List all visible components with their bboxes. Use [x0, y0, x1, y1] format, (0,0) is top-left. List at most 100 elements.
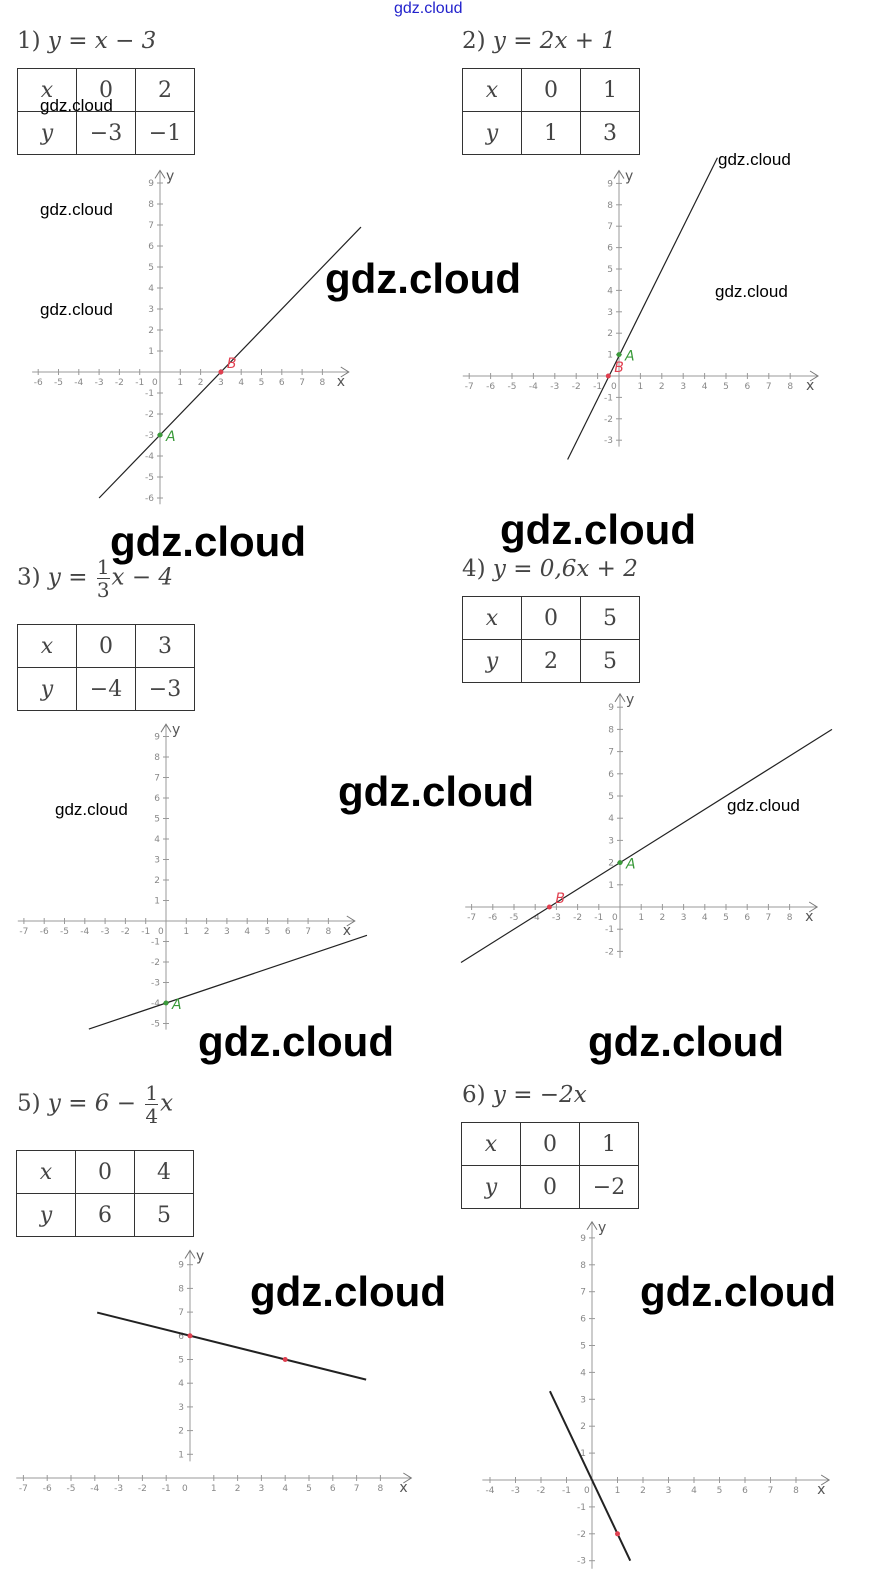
x-tick-label: -2 [121, 927, 130, 937]
watermark: gdz.cloud [198, 1018, 394, 1065]
x-tick-label: -3 [552, 913, 561, 923]
table-cell: x [462, 68, 522, 112]
x-arrow-icon [403, 1472, 413, 1484]
numerator: 1 [96, 555, 110, 579]
x-tick-label: -5 [67, 1484, 76, 1494]
point-marker [605, 373, 611, 379]
y-tick-label: -2 [605, 947, 614, 957]
y-tick-label: 4 [608, 814, 614, 824]
x-tick-label: 6 [285, 927, 291, 937]
x-tick-label: -4 [529, 382, 538, 392]
x-tick-label: 4 [702, 913, 708, 923]
x-tick-label: 7 [766, 382, 772, 392]
point-marker [187, 1333, 193, 1339]
function-line [567, 157, 718, 460]
y-tick-label: -3 [151, 979, 160, 989]
y-tick-label: 6 [154, 794, 160, 804]
equation-text: y = [47, 564, 95, 591]
x-tick-label: 4 [244, 927, 250, 937]
x-tick-label: 5 [723, 382, 729, 392]
problem-number: 6) [462, 1082, 486, 1108]
y-tick-label: -1 [605, 925, 614, 935]
y-arrow-icon [160, 723, 172, 733]
point-label-A: A [165, 429, 176, 445]
watermark: gdz.cloud [727, 796, 800, 815]
table-cell: x [461, 1122, 521, 1166]
watermark: gdz.cloud [40, 96, 113, 115]
function-line [98, 226, 362, 499]
table-cell: y [462, 111, 522, 155]
watermark: gdz.cloud [250, 1268, 446, 1315]
x-tick-label: 6 [744, 913, 750, 923]
x-tick-label: 3 [218, 378, 224, 388]
y-arrow-icon [586, 1220, 598, 1231]
table-cell: y [17, 111, 77, 155]
y-tick-label: 3 [154, 856, 160, 866]
y-tick-label: 9 [580, 1234, 586, 1244]
y-tick-label: 9 [607, 179, 613, 189]
x-tick-label: -5 [54, 378, 63, 388]
origin-label: 0 [612, 913, 618, 923]
y-tick-label: -5 [145, 473, 154, 483]
x-tick-label: 7 [299, 378, 305, 388]
table-cell: x [462, 596, 522, 640]
y-tick-label: 8 [607, 201, 613, 211]
table-cell: y [461, 1165, 521, 1209]
x-tick-label: -4 [90, 1484, 99, 1494]
table-cell: −3 [76, 111, 136, 155]
denominator: 4 [145, 1104, 159, 1128]
y-tick-label: -2 [577, 1530, 586, 1540]
y-tick-label: 5 [178, 1356, 184, 1366]
watermark: gdz.cloud [588, 1018, 784, 1065]
table-cell: 0 [76, 624, 136, 668]
table-cell: y [462, 639, 522, 683]
table-cell: 0 [520, 1165, 580, 1209]
y-tick-label: 2 [148, 326, 154, 336]
origin-label: 0 [152, 378, 158, 388]
x-axis-label: x [805, 909, 813, 925]
equation-suffix: x [160, 1090, 174, 1117]
x-tick-label: -2 [115, 378, 124, 388]
table-cell: x [17, 68, 77, 112]
x-tick-label: 5 [265, 927, 271, 937]
y-tick-label: -1 [577, 1503, 586, 1513]
x-tick-label: 8 [793, 1486, 799, 1496]
equation-suffix: x − 4 [111, 564, 174, 591]
x-tick-label: -5 [60, 927, 69, 937]
x-tick-label: 3 [666, 1486, 672, 1496]
equation-1: 1) y = x − 3 [17, 28, 156, 54]
x-tick-label: 8 [787, 913, 793, 923]
y-tick-label: -2 [604, 415, 613, 425]
y-tick-label: 2 [154, 876, 160, 886]
x-tick-label: 1 [177, 378, 183, 388]
x-tick-label: 8 [787, 382, 793, 392]
x-tick-label: -2 [572, 382, 581, 392]
x-tick-label: -2 [573, 913, 582, 923]
table-cell: y [17, 667, 77, 711]
y-tick-label: 8 [580, 1261, 586, 1271]
x-arrow-icon [808, 901, 819, 913]
x-tick-label: -3 [550, 382, 559, 392]
y-tick-label: 1 [178, 1450, 184, 1460]
x-axis-label: x [337, 374, 345, 390]
x-tick-label: 1 [211, 1484, 217, 1494]
x-axis-label: x [817, 1482, 825, 1498]
y-tick-label: 5 [580, 1342, 586, 1352]
x-tick-label: -1 [135, 378, 144, 388]
point-marker [617, 860, 623, 866]
y-tick-label: 3 [608, 836, 614, 846]
point-label-B: B [555, 891, 565, 907]
y-tick-label: 5 [154, 815, 160, 825]
point-marker [157, 432, 163, 438]
table-cell: −3 [135, 667, 195, 711]
x-tick-label: 1 [638, 382, 644, 392]
problem-number: 3) [17, 564, 41, 591]
table-cell: 0 [521, 596, 581, 640]
